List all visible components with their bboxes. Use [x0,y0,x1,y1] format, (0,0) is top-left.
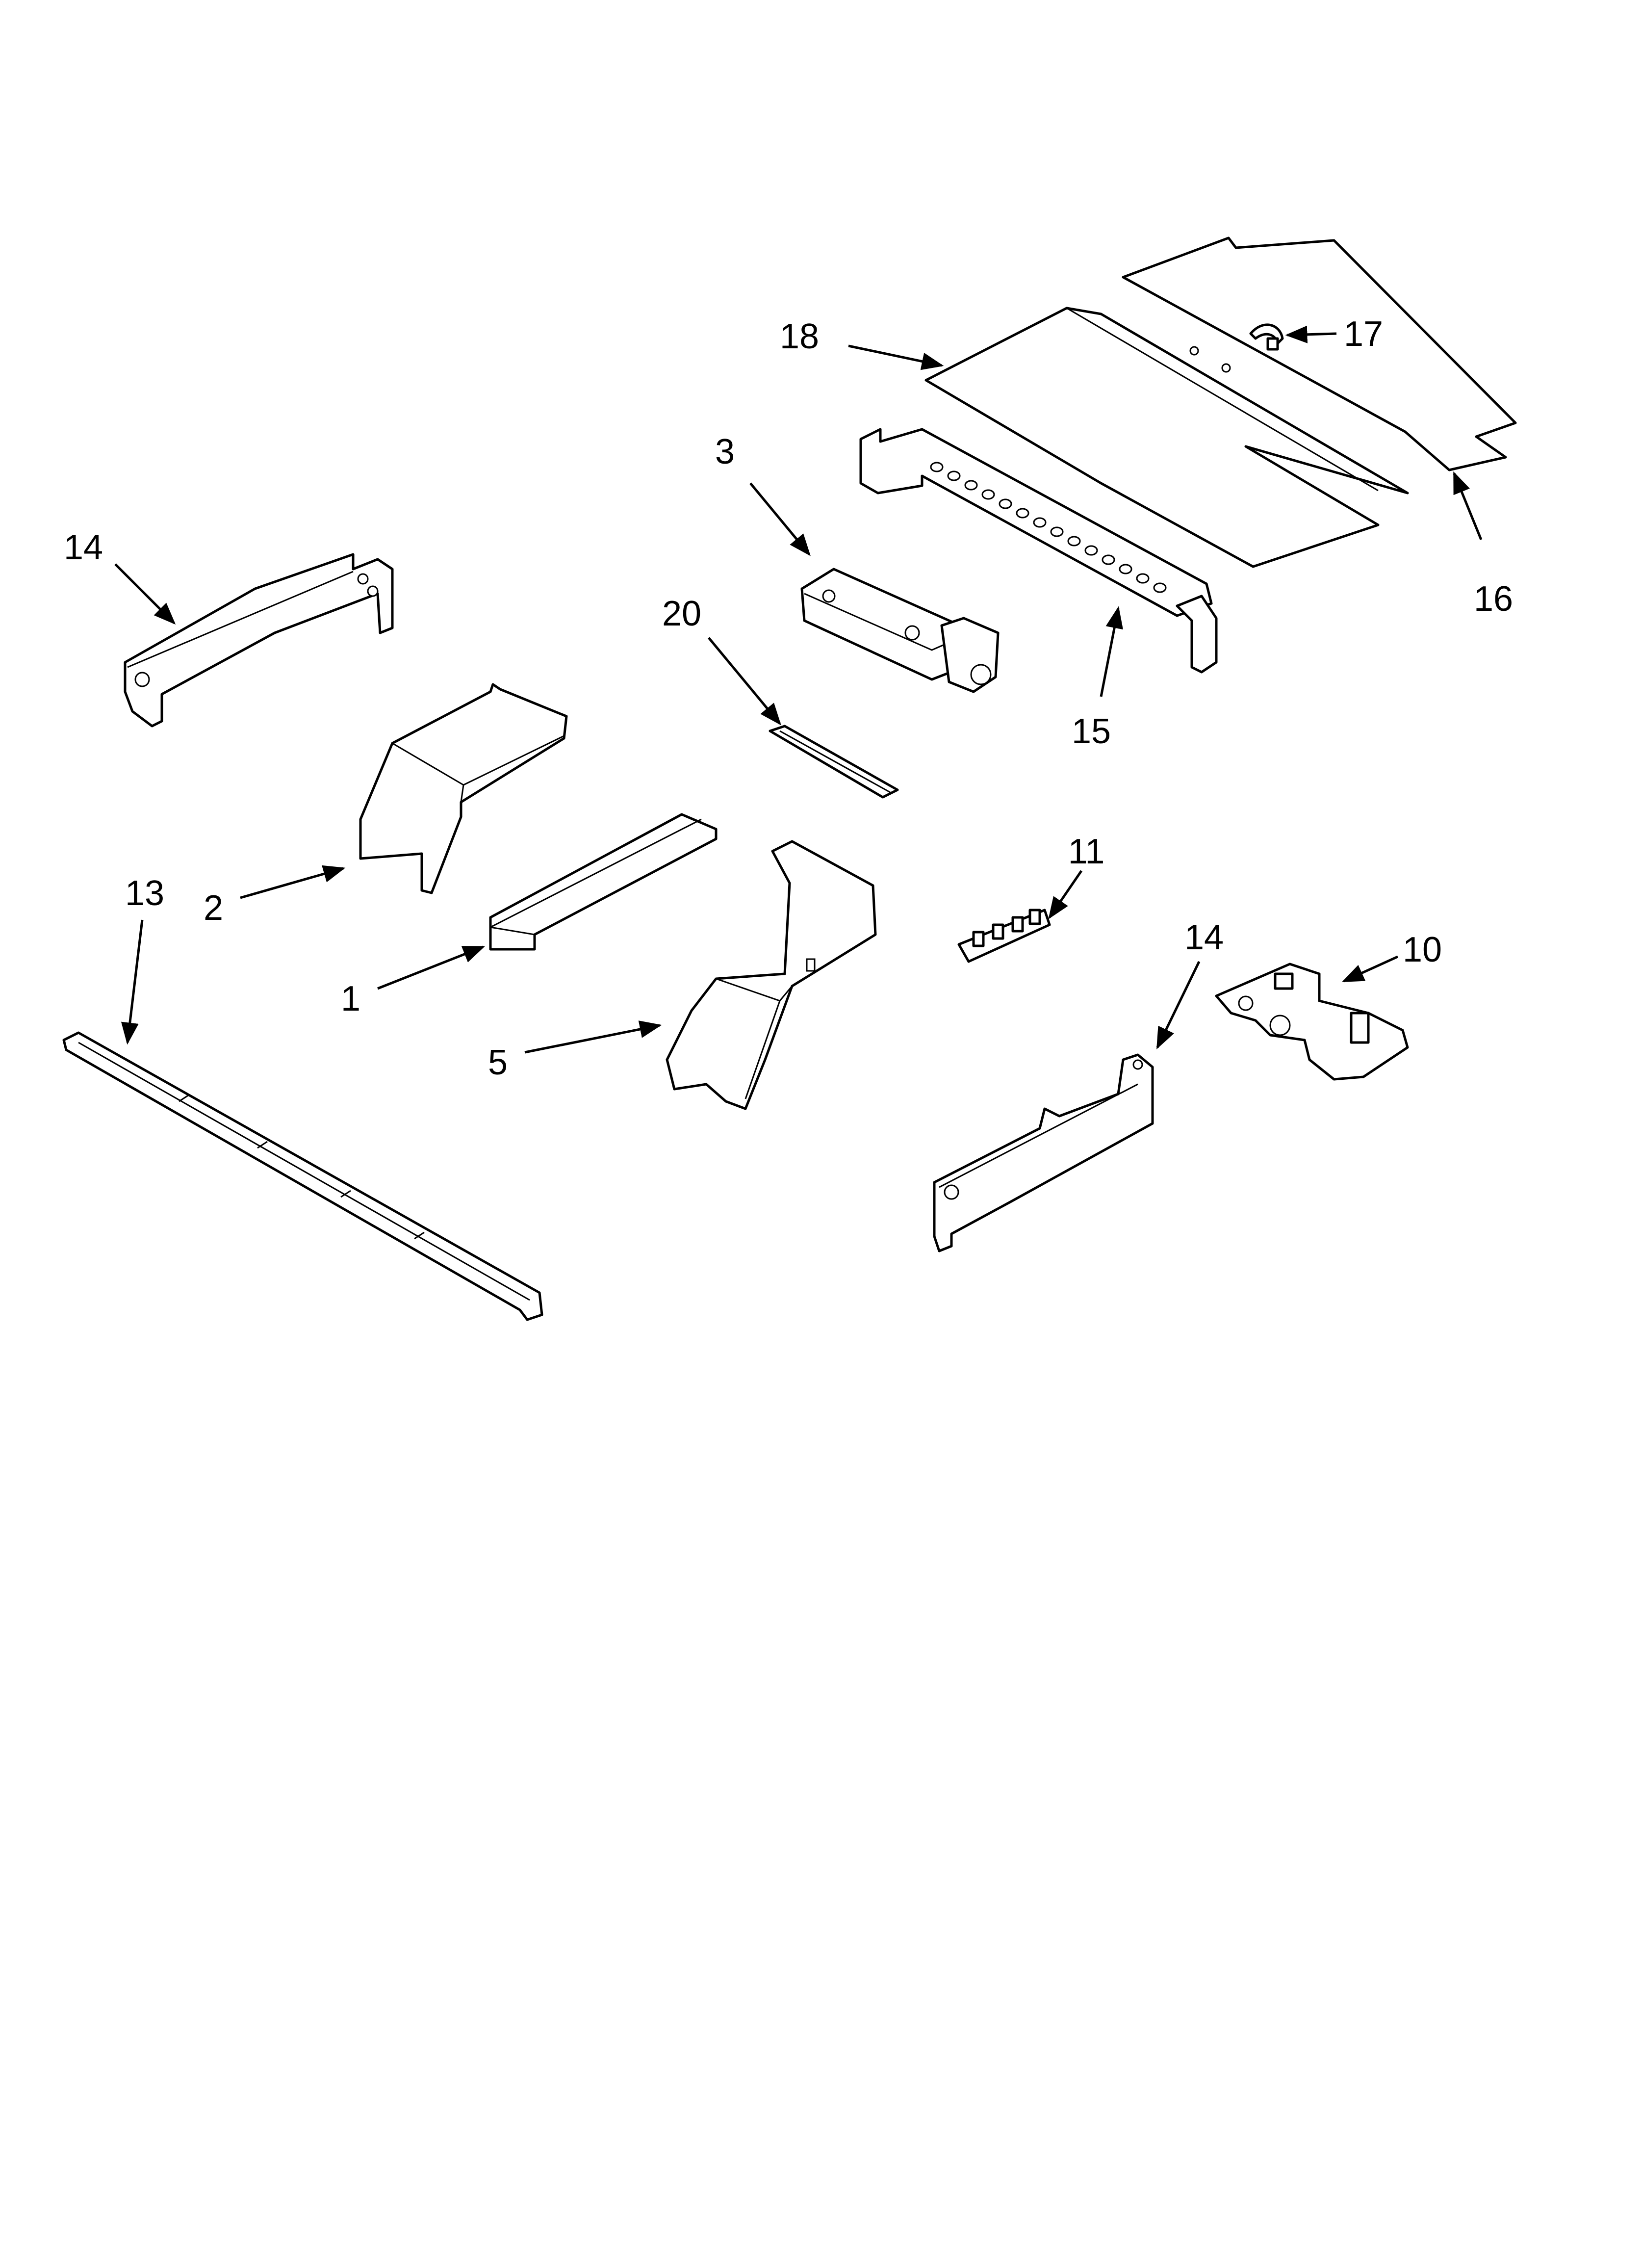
callout-20: 20 [662,594,701,633]
part-15-vented-channel [859,428,1218,674]
part-14-side-bracket-left [124,553,394,728]
part-2-duct [359,683,568,894]
callout-14-right: 14 [1184,918,1224,957]
part-10-board [1215,963,1409,1081]
callout-14-left: 14 [64,528,103,567]
part-14-side-bracket-right [933,1053,1154,1252]
part-13-trim-rail [62,1031,543,1321]
callouts: 18 17 16 3 14 20 15 2 13 11 14 10 1 5 [64,314,1513,1082]
part-20-strip [769,725,899,799]
part-5-trough [666,840,877,1110]
callout-13: 13 [125,874,164,913]
callout-11: 11 [1068,832,1105,871]
part-17-clip [1249,323,1284,351]
part-1-channel-plate [489,813,718,951]
part-3-latch-assembly [800,568,1000,693]
callout-3: 3 [715,432,735,471]
callout-18: 18 [780,317,819,356]
part-16-top-panel-rear [1122,236,1517,471]
callout-10: 10 [1403,930,1442,969]
callout-16: 16 [1474,579,1513,619]
part-11-terminal-block [957,909,1051,963]
leader-lines [114,325,1483,1054]
part-18-top-panel-front [924,307,1409,568]
callout-2: 2 [204,888,223,928]
callout-1: 1 [341,979,360,1018]
vent-slots [930,462,1167,593]
callout-17: 17 [1344,314,1383,354]
callout-15: 15 [1072,712,1111,751]
callout-5: 5 [488,1043,508,1082]
